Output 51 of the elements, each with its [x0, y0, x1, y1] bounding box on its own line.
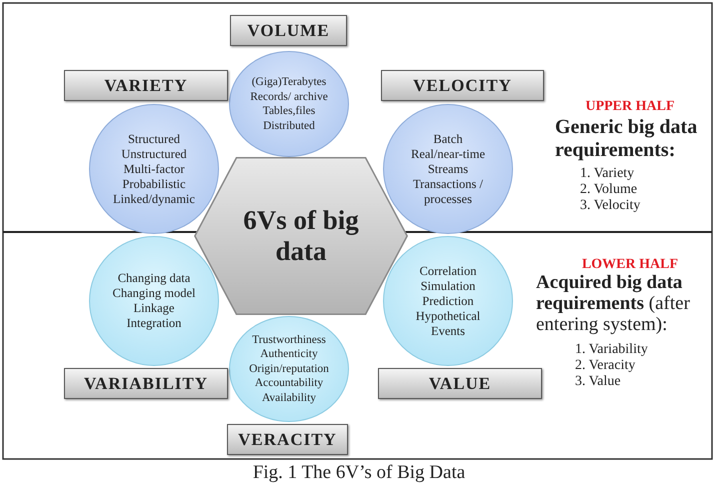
item-text: Simulation [420, 278, 476, 294]
hexagon [194, 157, 408, 315]
heading-text: VERACITY [238, 430, 337, 450]
item-text: Changing model [112, 286, 196, 301]
figure-caption: Fig. 1 The 6V’s of Big Data [252, 462, 466, 483]
item-text: Distributed [263, 118, 315, 133]
list-item: 2. Volume [580, 182, 638, 197]
item-text: Availability [262, 390, 316, 406]
list-item: 3. Velocity [580, 198, 640, 213]
item-text: Authenticity [260, 347, 318, 362]
item-text: Transactions / processes [412, 176, 484, 206]
item-text: Linked/dynamic [113, 192, 195, 206]
list-item: 3. Value [575, 374, 621, 389]
item-text: Structured [128, 132, 180, 146]
requirements-heading: Acquired big data requirements (after entering system): [536, 272, 691, 335]
item-text: Origin/reputation [249, 362, 329, 376]
item-text: Hypothetical Events [414, 308, 482, 338]
item-text: Unstructured [121, 146, 187, 162]
item-text: Correlation [420, 264, 476, 278]
heading-box [64, 70, 228, 101]
list-item: 1. Variety [580, 166, 634, 181]
heading-text: VELOCITY [413, 76, 512, 96]
item-text: Changing data [118, 271, 190, 286]
item-text: Batch [433, 132, 463, 146]
item-text: Records/ archive [250, 90, 328, 104]
list-item: 2. Veracity [575, 358, 636, 373]
item-text: Streams [428, 162, 468, 176]
item-text: Linkage [134, 301, 174, 316]
item-text: Probabilistic [122, 176, 186, 192]
heading-box [230, 15, 347, 46]
list-item: 1. Variability [575, 342, 648, 357]
heading-box [378, 368, 542, 399]
item-text: Integration [126, 316, 182, 331]
item-text: Prediction [422, 294, 474, 308]
section-title: LOWER HALF [582, 257, 678, 272]
heading-box [227, 424, 348, 455]
item-text: (Giga)Terabytes [252, 75, 326, 90]
item-text: Tables,files [262, 104, 316, 118]
heading-text: VARIABILITY [84, 374, 208, 394]
item-text: Real/near-time [410, 146, 486, 162]
item-text: Multi-factor [123, 162, 185, 176]
heading-box [64, 368, 228, 399]
item-text: Trustworthiness [252, 332, 326, 348]
heading-box [381, 70, 544, 101]
heading-text: VALUE [428, 374, 492, 394]
hexagon-title: 6Vs of big data [242, 205, 360, 267]
item-text: Accountability [254, 376, 324, 391]
section-title: UPPER HALF [585, 99, 675, 114]
heading-text: VARIETY [104, 76, 188, 96]
requirements-heading: Generic big data requirements: [555, 116, 698, 161]
heading-text: VOLUME [247, 20, 330, 40]
